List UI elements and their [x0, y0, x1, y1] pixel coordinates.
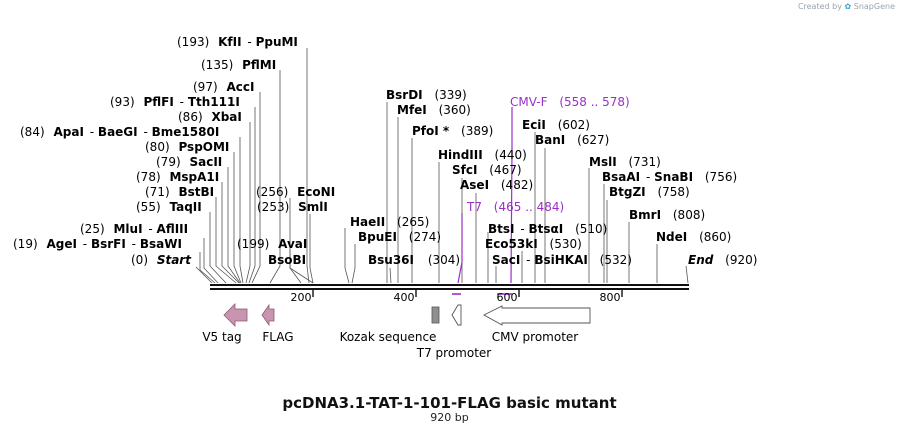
site-label: (84) ApaI - BaeGI - Bme1580I [20, 125, 219, 139]
site-label: (19) AgeI - BsrFI - BsaWI [13, 237, 182, 251]
tick-label: 400 [394, 291, 415, 304]
site-label: (193) KfII - PpuMI [177, 35, 298, 49]
site-label: (256) EcoNI [256, 185, 335, 199]
feature-label: V5 tag [202, 330, 241, 344]
site-label: End (920) [688, 253, 757, 267]
plasmid-length: 920 bp [430, 411, 469, 424]
site-label: (199) AvaI [237, 237, 307, 251]
site-label: PfoI * (389) [412, 124, 493, 138]
snapgene-logo-icon: ✿ [844, 2, 852, 11]
primer-label: CMV-F (558 .. 578) [510, 95, 630, 109]
site-label: EciI (602) [522, 118, 590, 132]
feature-label: FLAG [262, 330, 293, 344]
flag-arrow [261, 303, 275, 327]
site-label: (80) PspOMI [145, 140, 229, 154]
site-label: (25) MluI - AflIII [80, 222, 188, 236]
site-label: BsoBI [268, 253, 306, 267]
kozak-box [431, 306, 440, 324]
tick-label: 600 [497, 291, 518, 304]
ruler: 200 400 600 800 [291, 290, 623, 304]
site-label: (78) MspA1I [136, 170, 219, 184]
site-label: BtgZI (758) [609, 185, 690, 199]
primer-markers [452, 107, 513, 295]
site-label: Eco53kI (530) [485, 237, 582, 251]
site-label: (253) SmlI [257, 200, 328, 214]
site-label: AseI (482) [460, 178, 533, 192]
feature-labels: V5 tag FLAG Kozak sequence T7 promoter C… [202, 330, 578, 360]
tick-label: 200 [291, 291, 312, 304]
snapgene-credit: Created by ✿ SnapGene [798, 2, 895, 11]
site-label: (97) AccI [193, 80, 254, 94]
feature-glyphs [223, 303, 591, 327]
sequence-backbone [210, 284, 689, 290]
primer-labels: CMV-F (558 .. 578) T7 (465 .. 484) [466, 95, 630, 214]
site-label: SacI - BsiHKAI (532) [492, 253, 632, 267]
v5-tag-arrow [223, 303, 248, 327]
site-leader-lines [195, 48, 689, 284]
site-label: (71) BstBI [145, 185, 214, 199]
feature-label: Kozak sequence [340, 330, 437, 344]
site-label: BsaAI - SnaBI (756) [602, 170, 737, 184]
primer-label: T7 (465 .. 484) [466, 200, 564, 214]
tick-label: 800 [600, 291, 621, 304]
site-label: (86) XbaI [178, 110, 242, 124]
site-label: BmrI (808) [629, 208, 705, 222]
credit-brand: SnapGene [853, 2, 895, 11]
plasmid-title: pcDNA3.1-TAT-1-101-FLAG basic mutant [282, 394, 617, 412]
site-label: (79) SacII [156, 155, 222, 169]
site-label: (135) PflMI [201, 58, 276, 72]
site-label: BtsI - BtsαI (510) [488, 222, 607, 236]
site-label: (55) TaqII [136, 200, 202, 214]
credit-text: Created by [797, 2, 842, 11]
site-label: BanI (627) [535, 133, 609, 147]
site-label: NdeI (860) [656, 230, 731, 244]
site-label: BsrDI (339) [386, 88, 467, 102]
site-label: SfcI (467) [452, 163, 522, 177]
site-label: HindIII (440) [438, 148, 527, 162]
site-label: MslI (731) [589, 155, 661, 169]
site-label: HaeII (265) [350, 215, 429, 229]
cmv-promoter-arrow [483, 305, 591, 326]
site-label: MfeI (360) [397, 103, 471, 117]
t7-promoter-arrow [451, 304, 462, 326]
site-label: (0) Start [131, 253, 192, 267]
site-label: (93) PflFI - Tth111I [110, 95, 240, 109]
feature-label: T7 promoter [416, 346, 492, 360]
site-label: Bsu36I (304) [368, 253, 460, 267]
site-label: BpuEI (274) [358, 230, 441, 244]
feature-label: CMV promoter [492, 330, 579, 344]
enzyme-labels: (193) KfII - PpuMI (135) PflMI (97) AccI… [13, 35, 757, 267]
